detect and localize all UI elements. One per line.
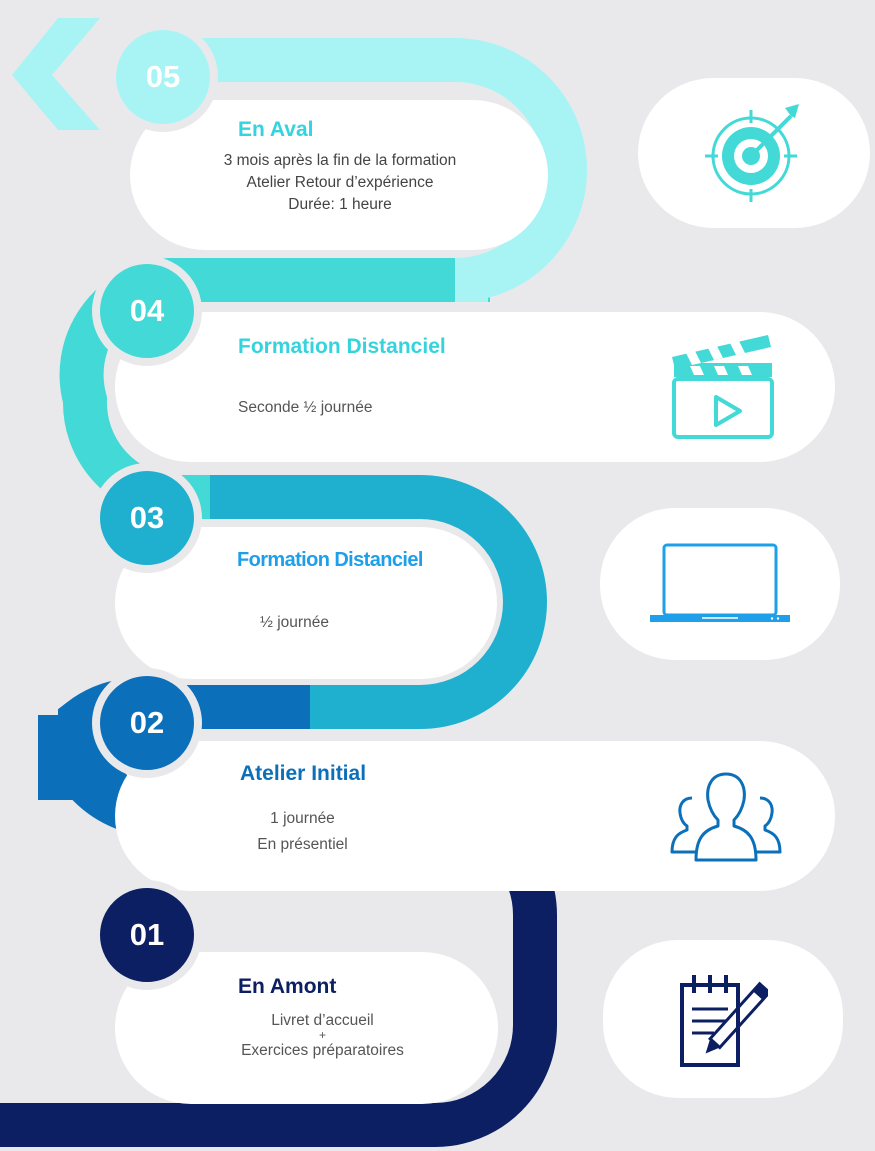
step-desc-line: En présentiel [257, 836, 348, 853]
step-desc-01: Livret d’accueil + Exercices préparatoir… [200, 1012, 445, 1059]
step-title-04: Formation Distanciel [238, 335, 446, 358]
step-title-05: En Aval [238, 118, 314, 141]
step-badge-05: 05 [108, 22, 218, 132]
icon-card-05 [638, 78, 870, 228]
target-icon [705, 104, 799, 202]
step-desc-line: Durée: 1 heure [288, 196, 392, 213]
step-badge-02: 02 [92, 668, 202, 778]
laptop-icon [650, 543, 790, 622]
step-title-02: Atelier Initial [240, 762, 367, 785]
icon-card-03 [600, 508, 840, 660]
back-arrow-icon [12, 18, 100, 130]
step-number: 03 [129, 500, 165, 535]
step-desc-line: 3 mois après la fin de la formation [223, 152, 457, 169]
step-desc-02: 1 journée En présentiel [230, 806, 375, 858]
step-desc-04: Seconde ½ journée [238, 396, 372, 420]
step-desc-05: 3 mois après la fin de la formation Atel… [160, 150, 520, 216]
step-desc-line: Livret d’accueil [271, 1012, 374, 1029]
step-desc-line: + [318, 1028, 326, 1042]
step-number: 04 [129, 293, 165, 328]
notepad-pencil-icon [680, 975, 768, 1067]
step-number: 02 [129, 705, 165, 740]
step-badge-03: 03 [92, 463, 202, 573]
step-desc-line: Exercices préparatoires [241, 1042, 404, 1059]
step-desc-03: ½ journée [260, 611, 329, 635]
step-number: 05 [145, 59, 181, 94]
path-segment-03 [190, 475, 548, 729]
step-desc-line: Atelier Retour d’expérience [246, 174, 434, 191]
step-desc-line: ½ journée [260, 614, 329, 631]
step-title-01: En Amont [238, 975, 337, 998]
people-icon [670, 772, 782, 862]
step-badge-01: 01 [92, 880, 202, 990]
step-desc-line: Seconde ½ journée [238, 399, 373, 416]
step-number: 01 [129, 917, 165, 952]
step-title-03: Formation Distanciel [237, 549, 423, 571]
step-desc-line: 1 journée [270, 810, 335, 827]
step-badge-04: 04 [92, 256, 202, 366]
icon-card-01 [603, 940, 843, 1098]
clapperboard-icon [672, 335, 774, 439]
step-card-05 [130, 100, 548, 250]
path-segment-05 [170, 38, 588, 302]
